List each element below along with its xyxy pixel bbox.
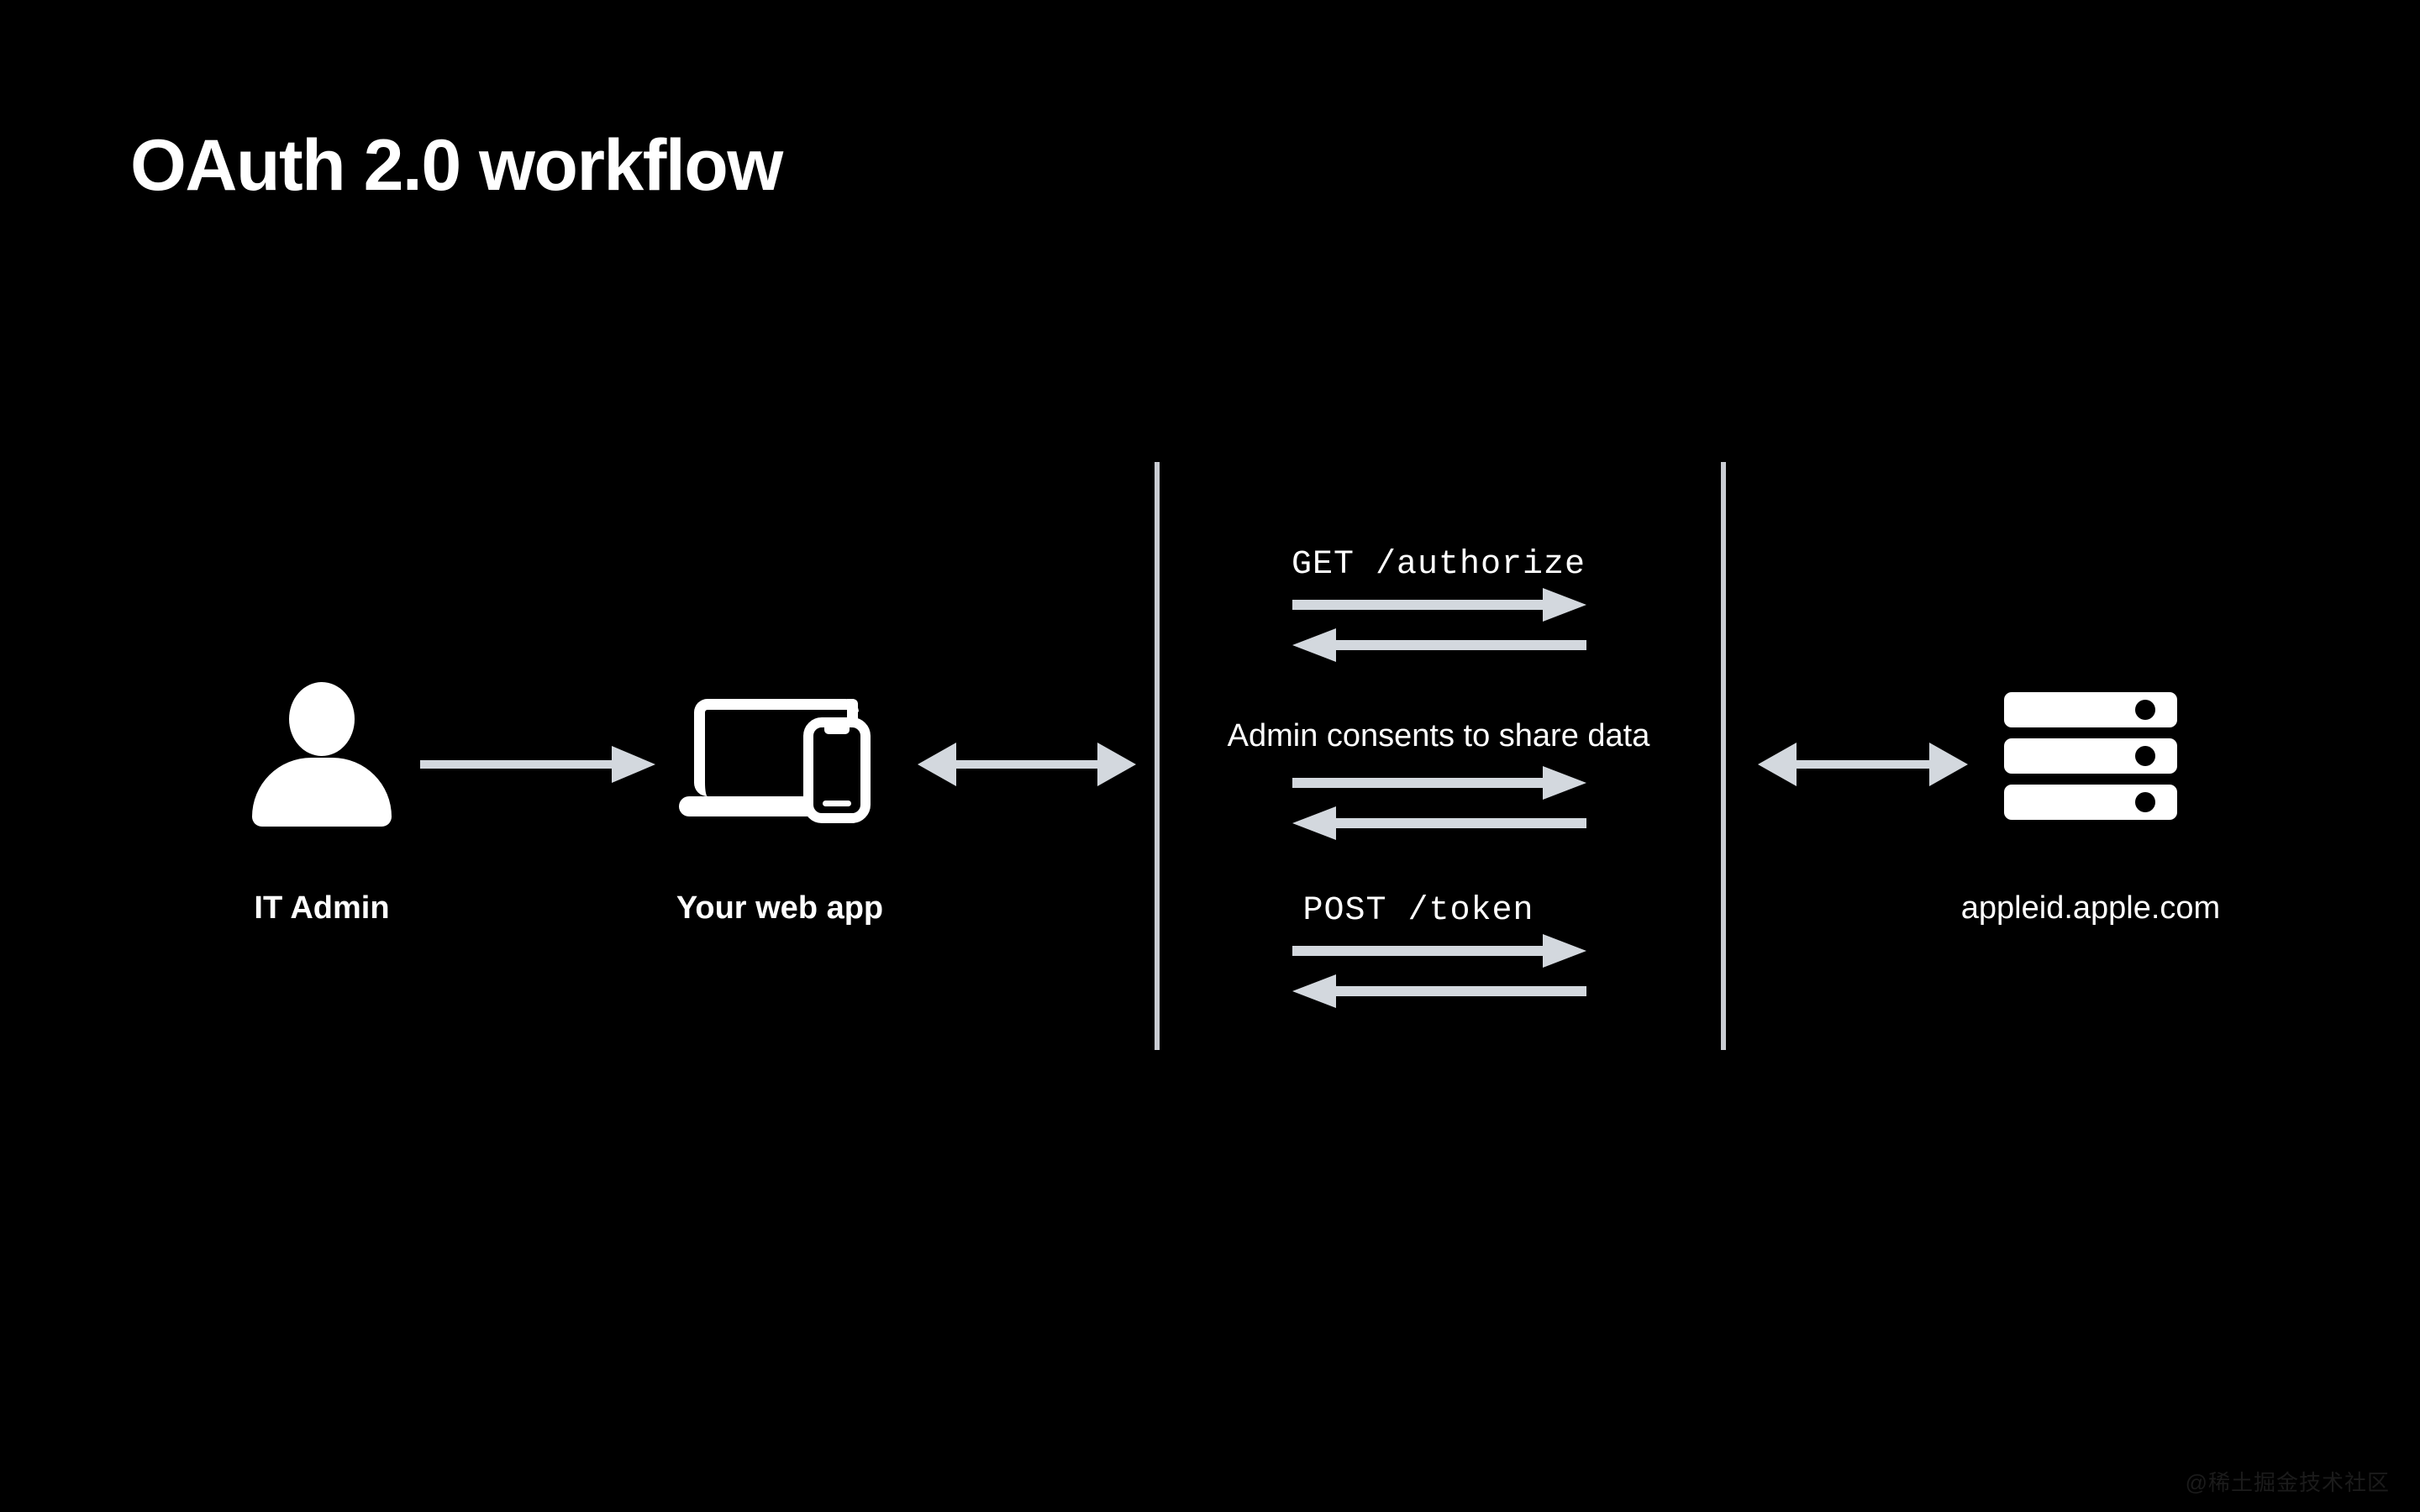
actor-label-your-web-app: Your web app <box>676 890 884 926</box>
server-led-shape <box>2135 700 2155 720</box>
server-rack-shape <box>2004 785 2177 820</box>
server-icon <box>2004 692 2177 820</box>
exchange-response-arrow-consent <box>1292 806 1586 840</box>
phone-home-indicator-shape <box>823 801 851 806</box>
server-rack-shape <box>2004 692 2177 727</box>
person-head-shape <box>289 682 355 756</box>
person-body-shape <box>252 758 392 827</box>
server-rack-shape <box>2004 738 2177 774</box>
laptop-phone-icon <box>679 699 881 823</box>
person-icon <box>252 682 392 827</box>
laptop-screen-shape <box>694 699 859 796</box>
watermark: @稀土掘金技术社区 <box>2185 1470 2390 1495</box>
exchange-response-arrow-authorize <box>1292 628 1586 662</box>
exchange-label-token: POST /token <box>1302 892 1534 930</box>
connector-admin-to-app-arrow <box>420 739 655 790</box>
actor-label-it-admin: IT Admin <box>254 890 390 926</box>
connector-lane-to-appleid-arrow <box>1758 734 1968 795</box>
actor-label-appleid: appleid.apple.com <box>1960 890 2221 926</box>
connector-app-to-lane-arrow <box>918 734 1136 795</box>
phone-shape <box>803 717 871 823</box>
lane-divider-right <box>1721 462 1726 1050</box>
exchange-request-arrow-token <box>1292 934 1586 968</box>
exchange-label-authorize: GET /authorize <box>1291 546 1586 584</box>
exchange-label-consent: Admin consents to share data <box>1227 718 1650 753</box>
exchange-request-arrow-consent <box>1292 766 1586 800</box>
exchange-request-arrow-authorize <box>1292 588 1586 622</box>
phone-notch-shape <box>824 727 850 734</box>
server-led-shape <box>2135 792 2155 812</box>
exchange-response-arrow-token <box>1292 974 1586 1008</box>
lane-divider-left <box>1155 462 1160 1050</box>
server-led-shape <box>2135 746 2155 766</box>
page-title: OAuth 2.0 workflow <box>130 125 783 206</box>
